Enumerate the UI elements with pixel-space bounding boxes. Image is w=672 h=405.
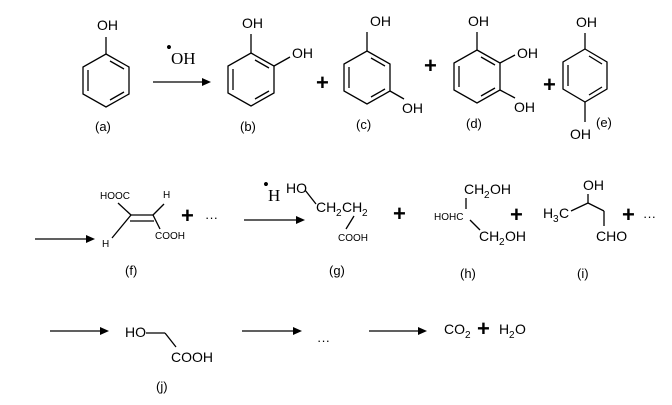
compound-b-oh-1: OH [242, 15, 263, 31]
compound-h-ch2oh-1: CH [464, 181, 484, 197]
arrow-row2-start [35, 235, 95, 243]
compound-h-glycerol: CH 2 OH HOHC CH 2 OH (h) [434, 181, 526, 281]
compound-i-sub-3: 3 [553, 214, 559, 225]
compound-g-ho: HO [286, 180, 307, 196]
compound-i: H 3 C OH CHO (i) [543, 177, 627, 281]
h-radical-label: H [268, 186, 280, 205]
product-h2o-h: H [499, 321, 509, 337]
plus-3: + [543, 72, 556, 97]
arrow-row3-3 [369, 327, 427, 335]
compound-e-label: (e) [596, 115, 612, 130]
compound-g-sub-1: 2 [336, 208, 342, 219]
compound-b-oh-2: OH [292, 45, 313, 61]
ellipsis-3: ··· [317, 333, 330, 348]
arrow-row3-1 [50, 327, 109, 335]
compound-f-cooh: COOH [155, 231, 185, 242]
compound-j-ho: HO [125, 324, 146, 340]
oh-radical-label: OH [171, 49, 196, 68]
final-products: CO 2 + H 2 O [444, 316, 526, 341]
compound-f-h-1: H [163, 190, 170, 201]
product-h2o-o: O [515, 321, 526, 337]
plus-5: + [393, 201, 406, 226]
product-co2: CO [444, 321, 465, 337]
plus-4: + [181, 203, 194, 228]
compound-f-fumaric-acid: HOOC H H COOH (f) [100, 190, 185, 278]
compound-h-ch2oh-2-tail: OH [505, 228, 526, 244]
compound-f-hooc: HOOC [100, 191, 130, 202]
compound-g-ch2-2: CH [342, 199, 362, 215]
compound-j-cooh: COOH [171, 349, 213, 365]
compound-h-label: (h) [460, 266, 476, 281]
compound-i-label: (i) [577, 266, 589, 281]
compound-g-sub-2: 2 [362, 208, 368, 219]
compound-b-label: (b) [240, 119, 256, 134]
compound-h-sub-2: 2 [499, 237, 505, 248]
compound-c-oh-2: OH [402, 100, 423, 116]
product-h2o-sub: 2 [509, 330, 515, 341]
ellipsis-2: ··· [643, 209, 656, 224]
compound-i-h3c-tail: C [559, 205, 569, 221]
compound-e-oh-2: OH [570, 126, 591, 142]
compound-g-cooh: COOH [338, 233, 368, 244]
compound-a-phenol: OH (a) [82, 17, 130, 134]
h-radical-dot: • [263, 175, 269, 194]
compound-g-ch2-1: CH [316, 199, 336, 215]
ellipsis-1: ··· [205, 210, 218, 225]
compound-h-sub-1: 2 [484, 190, 490, 201]
compound-e-hydroquinone: OH OH (e) [562, 14, 612, 142]
compound-c-label: (c) [356, 117, 371, 132]
compound-h-ch2oh-2: CH [479, 228, 499, 244]
compound-e-oh-1: OH [576, 14, 597, 30]
compound-f-h-2: H [102, 239, 109, 250]
compound-g-label: (g) [329, 263, 345, 278]
plus-8: + [477, 316, 490, 341]
compound-i-h3c: H [543, 205, 553, 221]
compound-d-oh-3: OH [514, 99, 535, 115]
compound-h-ch2oh-1-tail: OH [490, 181, 511, 197]
product-co2-sub: 2 [465, 330, 471, 341]
compound-d-oh-2: OH [517, 45, 538, 61]
plus-2: + [424, 53, 437, 78]
plus-1: + [316, 70, 329, 95]
compound-a-label: (a) [95, 119, 111, 134]
compound-d-pyrogallol: OH OH OH (d) [453, 13, 538, 131]
compound-i-cho: CHO [596, 228, 627, 244]
plus-7: + [622, 202, 635, 227]
compound-j-glycolic-acid: HO COOH (j) [125, 324, 213, 394]
compound-b-catechol: OH OH (b) [227, 15, 313, 134]
compound-a-oh: OH [97, 17, 118, 33]
compound-h-hohc: HOHC [434, 212, 463, 223]
arrow-h-radical: • H [244, 175, 305, 224]
compound-i-oh: OH [583, 177, 604, 193]
compound-c-resorcinol: OH OH (c) [343, 13, 423, 132]
compound-d-label: (d) [466, 116, 482, 131]
plus-6: + [510, 202, 523, 227]
arrow-oh-radical: • OH [153, 38, 211, 86]
oh-radical-dot: • [166, 38, 172, 57]
compound-f-label: (f) [125, 263, 137, 278]
compound-g: HO CH 2 CH 2 COOH (g) [286, 180, 368, 278]
compound-d-oh-1: OH [468, 13, 489, 29]
compound-j-label: (j) [156, 379, 168, 394]
arrow-row3-2 [242, 327, 302, 335]
compound-c-oh-1: OH [370, 13, 391, 29]
